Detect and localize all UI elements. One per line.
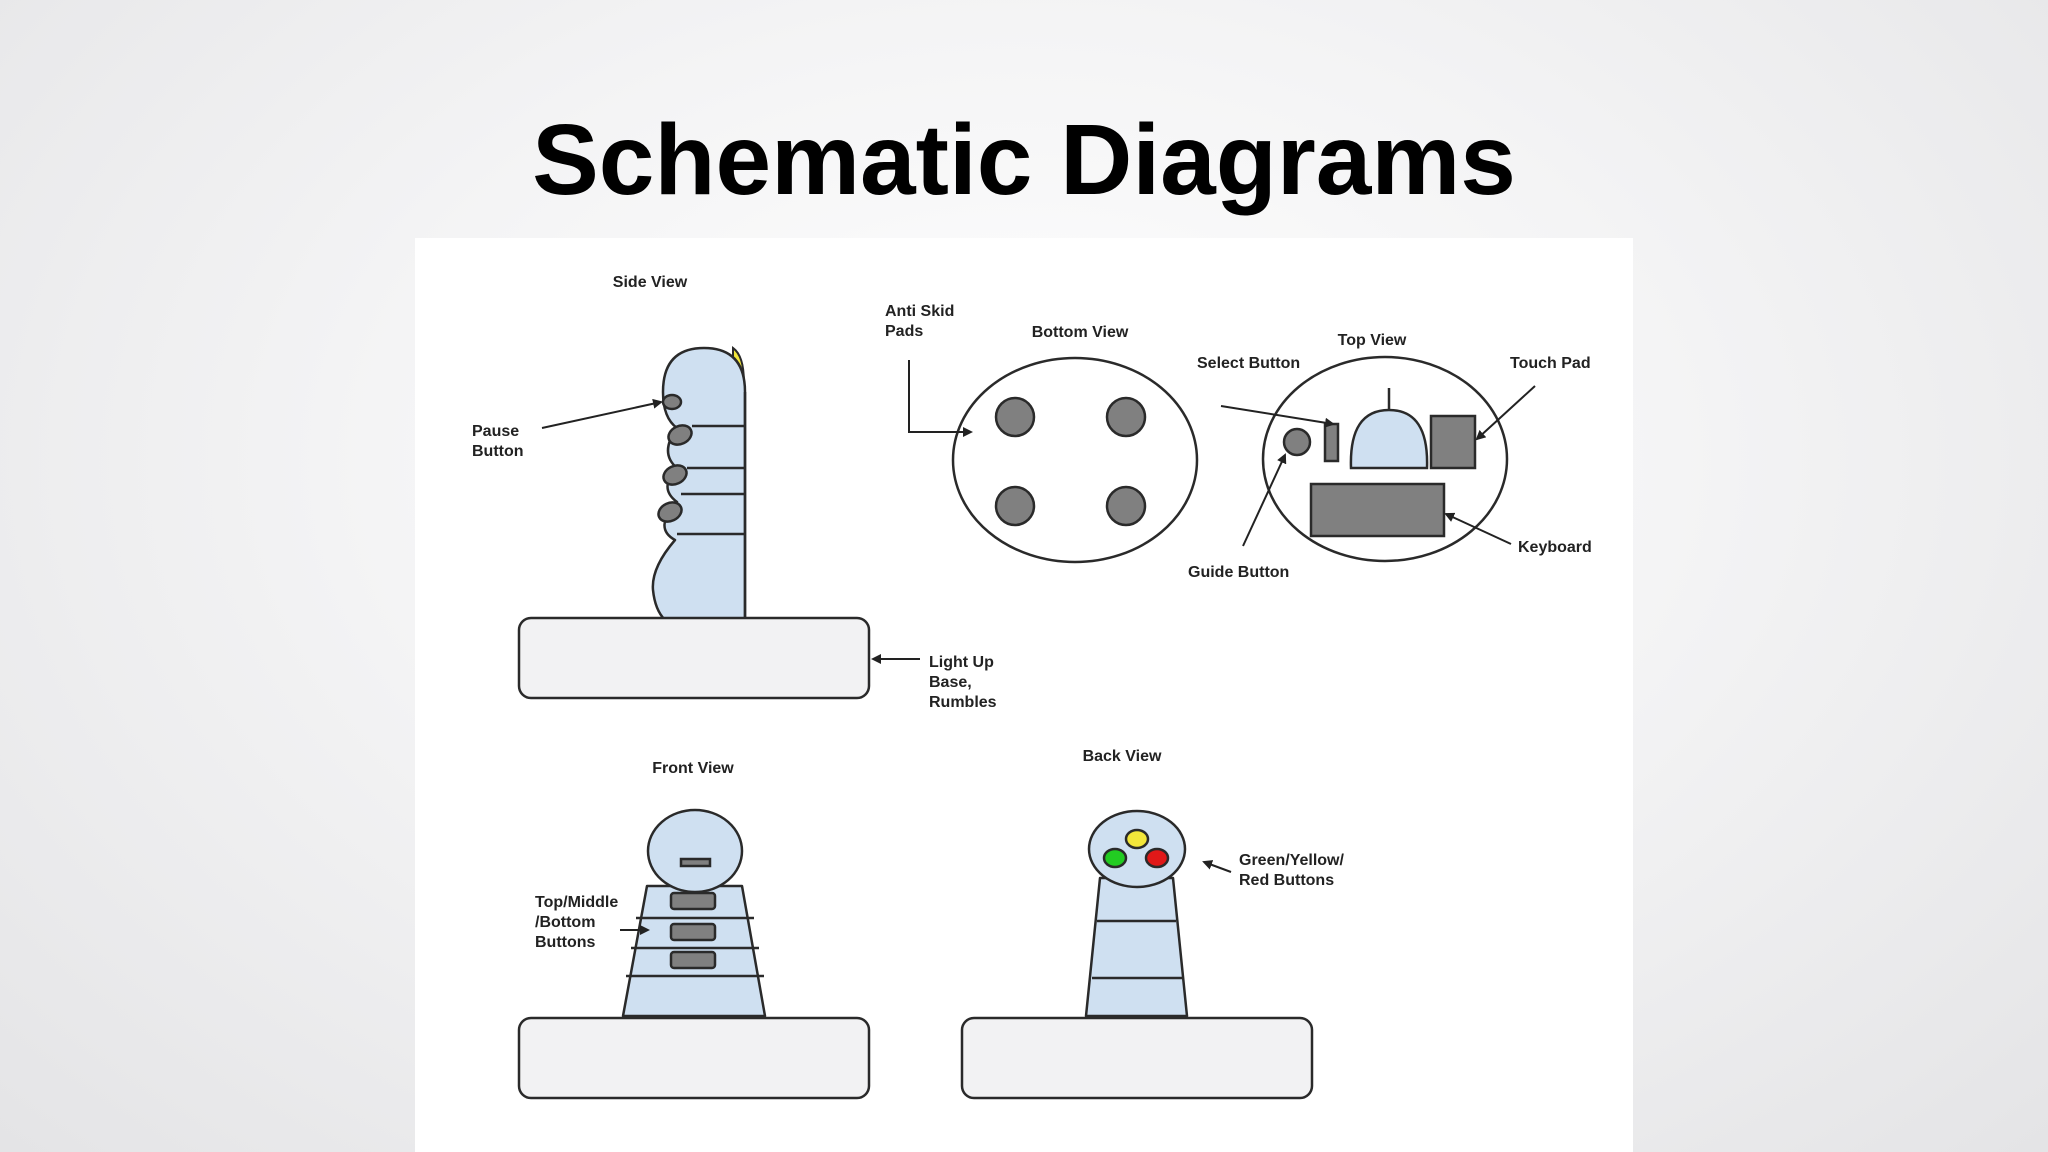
side-view: Side View Pause Button Light Up Base, Ru…: [472, 274, 997, 711]
pause-arrow: [541, 398, 663, 429]
side-base: [517, 616, 871, 700]
anti-skid-label-1: Anti Skid: [885, 303, 954, 320]
top-select-button: [1323, 422, 1340, 463]
keyboard-arrow: [1444, 512, 1512, 545]
light-up-label-1: Light Up: [929, 654, 994, 671]
top-joystick: [1349, 408, 1429, 470]
back-red-button: [1144, 847, 1170, 869]
side-view-label: Side View: [613, 274, 688, 291]
light-up-label-3: Rumbles: [929, 694, 997, 711]
top-keyboard: [1309, 482, 1446, 538]
anti-skid-pad-1: [994, 396, 1036, 438]
front-bottom-button: [669, 950, 717, 970]
anti-skid-pad-2: [1105, 396, 1147, 438]
bottom-view-outline: [951, 356, 1199, 564]
anti-skid-label-2: Pads: [885, 323, 923, 340]
back-view: Back View Green/Yellow/ Red Buttons: [960, 748, 1344, 1100]
back-view-label: Back View: [1083, 748, 1162, 765]
side-bottom-button: [657, 501, 683, 523]
select-button-label: Select Button: [1197, 355, 1300, 372]
top-touch-pad: [1429, 414, 1477, 470]
side-pause-button: [661, 393, 683, 411]
side-top-button: [667, 424, 693, 446]
bottom-view-label: Bottom View: [1032, 324, 1129, 341]
front-head: [646, 808, 744, 894]
anti-skid-arrow: [908, 360, 973, 437]
touch-pad-label: Touch Pad: [1510, 355, 1591, 372]
front-base: [517, 1016, 871, 1100]
front-buttons-label-1: Top/Middle: [535, 894, 618, 911]
gyr-buttons-arrow: [1202, 860, 1232, 873]
slide-title: Schematic Diagrams: [532, 104, 1516, 216]
pause-button-label-1: Pause: [472, 423, 519, 440]
side-middle-button: [662, 464, 688, 486]
front-buttons-label-2: /Bottom: [535, 914, 595, 931]
front-top-small-button: [679, 857, 712, 868]
top-guide-button: [1282, 427, 1312, 457]
front-view: Front View Top/Middle /Bottom Buttons: [517, 760, 871, 1100]
keyboard-label: Keyboard: [1518, 539, 1592, 556]
back-body: [1084, 876, 1189, 1018]
front-buttons-label-3: Buttons: [535, 934, 596, 951]
anti-skid-pad-4: [1105, 485, 1147, 527]
front-top-button: [669, 891, 717, 911]
schematic-diagram: Side View Pause Button Light Up Base, Ru…: [472, 274, 1592, 1100]
select-arrow: [1220, 405, 1335, 428]
diagram-panel: Side View Pause Button Light Up Base, Ru…: [415, 238, 1633, 1152]
back-base: [960, 1016, 1314, 1100]
back-yellow-button: [1124, 828, 1150, 850]
front-view-label: Front View: [652, 760, 734, 777]
gyr-buttons-label-1: Green/Yellow/: [1239, 852, 1344, 869]
light-up-label-2: Base,: [929, 674, 972, 691]
gyr-buttons-label-2: Red Buttons: [1239, 872, 1334, 889]
back-green-button: [1102, 847, 1128, 869]
guide-arrow: [1242, 453, 1287, 547]
guide-button-label: Guide Button: [1188, 564, 1289, 581]
bottom-view: Bottom View Anti Skid Pads: [885, 303, 1199, 564]
anti-skid-pad-3: [994, 485, 1036, 527]
pause-button-label-2: Button: [472, 443, 524, 460]
touch-pad-arrow: [1475, 385, 1536, 441]
front-middle-button: [669, 922, 717, 942]
top-view-label: Top View: [1338, 332, 1407, 349]
top-view: Top View Select Button Touch Pad Keyboar…: [1188, 332, 1592, 581]
